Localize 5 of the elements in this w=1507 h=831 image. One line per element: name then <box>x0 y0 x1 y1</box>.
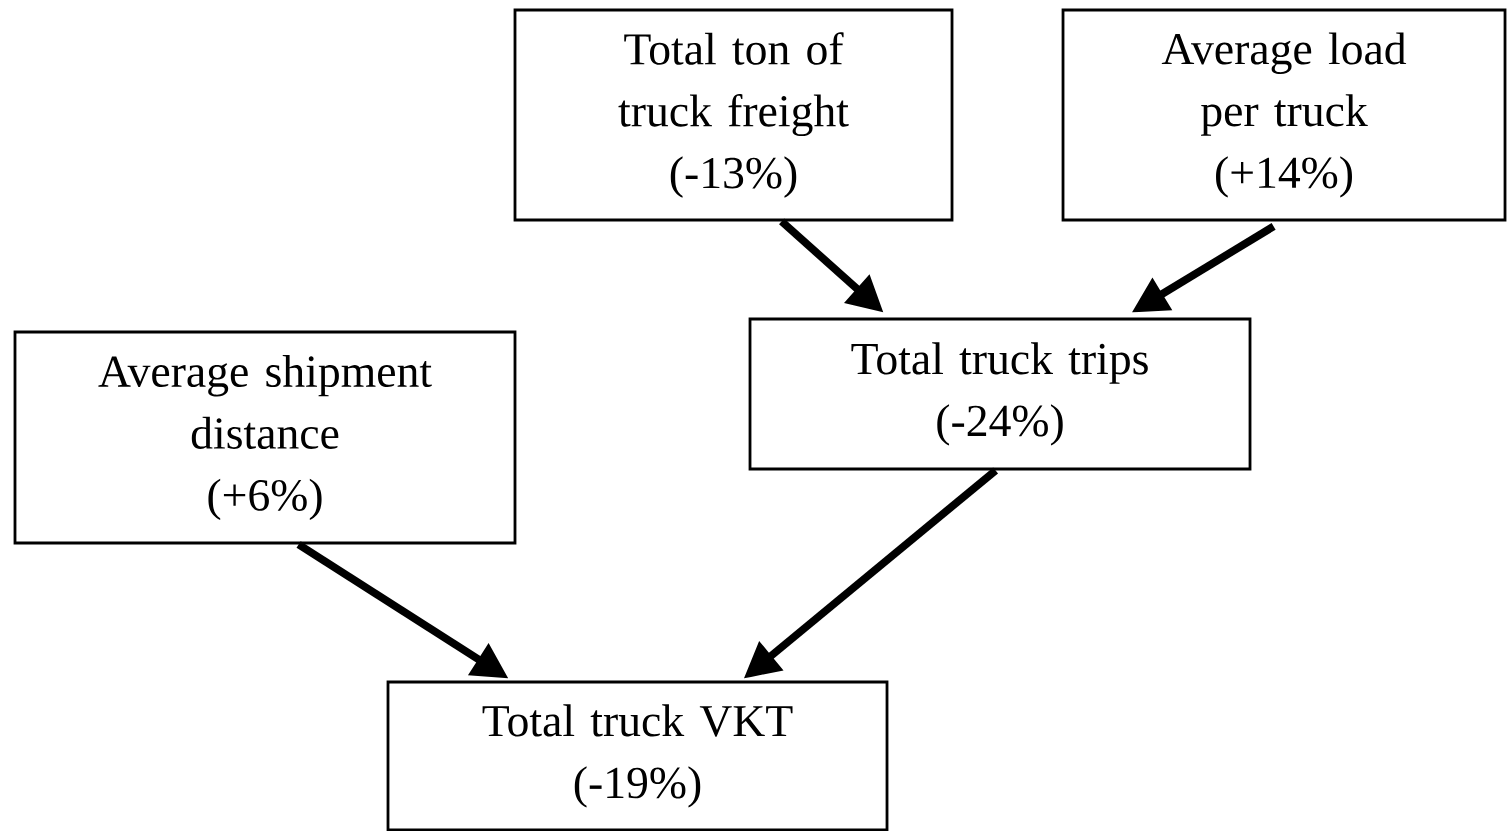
process-box: Average load per truck (+14%) <box>1061 8 1507 222</box>
process-box: Total ton of truck freight (-13%) <box>513 8 954 222</box>
process-box: Total truck VKT (-19%) <box>386 680 889 831</box>
process-box: Total truck trips (-24%) <box>748 317 1252 471</box>
process-box: Average shipment distance (+6%) <box>13 330 517 545</box>
